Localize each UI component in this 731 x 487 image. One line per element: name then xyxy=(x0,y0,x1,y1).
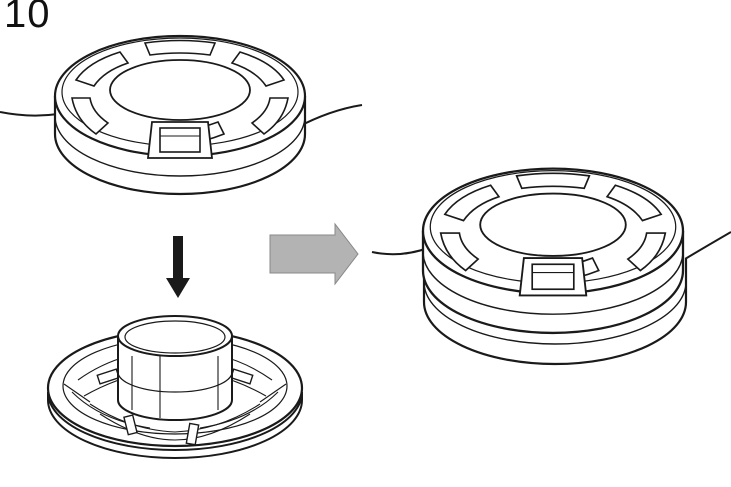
spool-assembled xyxy=(371,167,731,366)
step-number: 10 xyxy=(4,0,51,36)
spool-base xyxy=(46,315,304,459)
spool-cover-top xyxy=(0,34,363,196)
right-arrow-icon xyxy=(269,222,359,286)
down-arrow-icon xyxy=(166,236,190,298)
